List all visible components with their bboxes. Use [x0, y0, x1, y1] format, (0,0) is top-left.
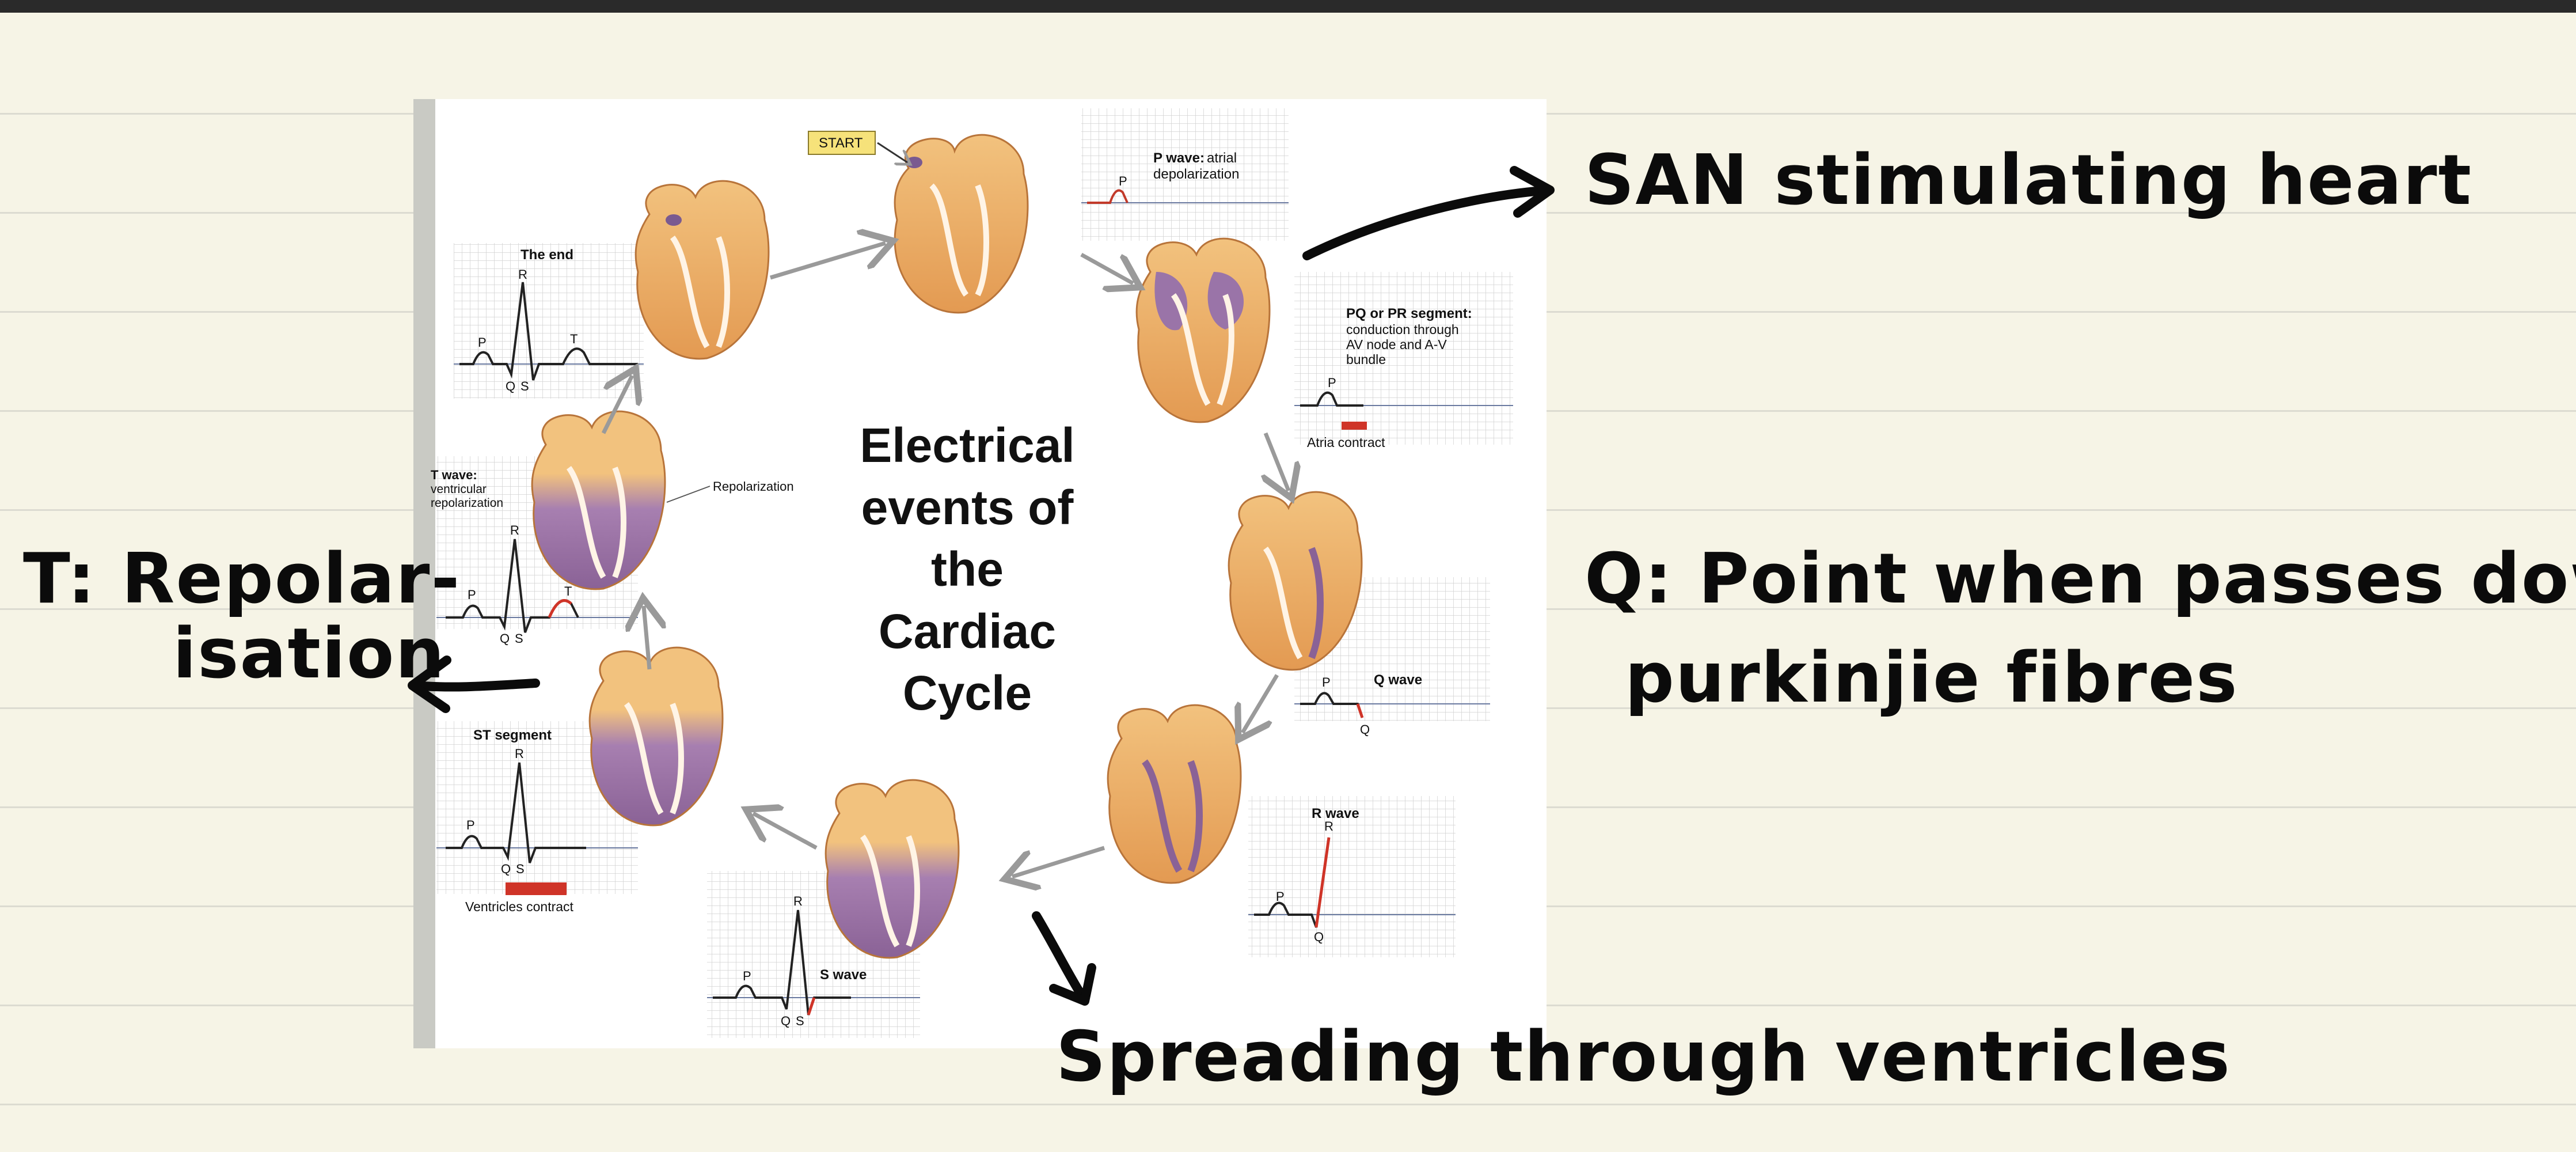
ventricles-contract-caption: Ventricles contract — [465, 899, 574, 914]
p-wave-title: P wave: — [1153, 150, 1205, 166]
ecg-label-t: T — [564, 584, 572, 598]
ecg-panel-pq-segment: P PQ or PR segment: conduction through A… — [1294, 272, 1513, 450]
pq-title: PQ or PR segment: — [1346, 306, 1472, 321]
ecg-label-p: P — [466, 818, 475, 832]
center-title-line: Electrical — [860, 418, 1075, 472]
ecg-label-s: S — [516, 862, 525, 876]
ecg-label-p: P — [478, 335, 487, 350]
ecg-label-q: Q — [500, 631, 510, 646]
ecg-label-q: Q — [506, 379, 515, 393]
start-label: START — [819, 135, 863, 151]
atria-contract-caption: Atria contract — [1307, 435, 1385, 450]
cycle-arrows — [601, 243, 1289, 877]
note-q-line2: purkinjie fibres — [1625, 638, 2239, 718]
t-wave-line3: repolarization — [431, 497, 503, 510]
p-wave-subtitle: depolarization — [1153, 166, 1239, 182]
ecg-label-q: Q — [501, 862, 511, 876]
cardiac-cycle-figure: P P wave: atrial depolarization P PQ or … — [413, 99, 1547, 1048]
st-segment-title: ST segment — [473, 727, 552, 743]
note-t-line2: isation — [173, 614, 446, 694]
arrow-spreading — [1032, 911, 1087, 1001]
ecg-panel-p-wave: P P wave: atrial depolarization — [1081, 108, 1289, 241]
ecg-label-s: S — [515, 631, 523, 646]
pq-line3: AV node and A-V — [1346, 337, 1447, 352]
ecg-label-p: P — [743, 969, 751, 983]
t-wave-line2: ventricular — [431, 483, 487, 496]
center-title-line: Cycle — [902, 666, 1032, 721]
ecg-panel-r-wave: R P Q R wave — [1248, 796, 1456, 957]
s-wave-title: S wave — [820, 967, 867, 983]
the-end-title: The end — [520, 247, 573, 263]
heart-r-wave — [1107, 704, 1242, 884]
center-title-line: the — [931, 542, 1004, 597]
center-title: Electrical events of the Cardiac Cycle — [783, 415, 1152, 725]
top-border — [0, 0, 2576, 13]
ecg-label-p: P — [1276, 889, 1285, 904]
ecg-label-q: Q — [1360, 722, 1370, 737]
ecg-label-s: S — [520, 379, 529, 393]
ecg-panel-the-end: R P T Q S The end — [454, 243, 644, 399]
arrow-to-t — [410, 679, 540, 692]
q-wave-title: Q wave — [1374, 672, 1422, 688]
heart-t-wave: Repolarization — [531, 410, 794, 590]
ecg-label-r: R — [510, 523, 519, 537]
ecg-label-p: P — [1119, 174, 1127, 188]
heart-the-end — [634, 180, 770, 360]
center-title-line: events of — [861, 480, 1074, 535]
ecg-label-t: T — [570, 332, 577, 346]
ecg-label-p: P — [468, 588, 476, 602]
pq-line2: conduction through — [1346, 322, 1459, 337]
r-wave-title: R wave — [1312, 806, 1359, 821]
figure-artwork: P P wave: atrial depolarization P PQ or … — [431, 108, 1513, 1038]
arrow-head-t — [408, 655, 451, 713]
t-wave-title: T wave: — [431, 468, 477, 482]
ecg-label-q: Q — [1314, 930, 1324, 944]
note-t-line1: T: Repolar- — [23, 539, 461, 619]
note-q-line1: Q: Point when passes down — [1585, 539, 2576, 619]
heart-q-wave — [1228, 491, 1363, 671]
note-san: SAN stimulating heart — [1585, 141, 2472, 221]
ecg-label-s: S — [796, 1014, 804, 1028]
ecg-label-r: R — [1324, 819, 1333, 833]
heart-start — [894, 134, 1029, 314]
ruled-line — [0, 1104, 2576, 1105]
ecg-label-r: R — [518, 267, 527, 282]
figure-page-edge — [413, 99, 435, 1048]
ecg-label-p: P — [1328, 376, 1336, 390]
center-title-line: Cardiac — [878, 604, 1057, 658]
heart-sa-node — [1135, 237, 1271, 423]
arrow-head-spreading — [1049, 963, 1096, 1006]
ecg-label-p: P — [1322, 675, 1331, 689]
arrow-head-san — [1510, 166, 1555, 218]
ecg-label-q: Q — [781, 1014, 791, 1028]
pq-line4: bundle — [1346, 352, 1386, 367]
start-box: START — [808, 131, 907, 162]
p-wave-title-rest: atrial — [1207, 150, 1237, 166]
heart-s-wave — [825, 779, 960, 959]
ecg-label-r: R — [515, 746, 524, 761]
note-spreading: Spreading through ventricles — [1056, 1017, 2231, 1097]
arrow-to-san — [1302, 185, 1553, 260]
repolarization-label: Repolarization — [713, 479, 794, 494]
ecg-label-r: R — [793, 894, 803, 908]
